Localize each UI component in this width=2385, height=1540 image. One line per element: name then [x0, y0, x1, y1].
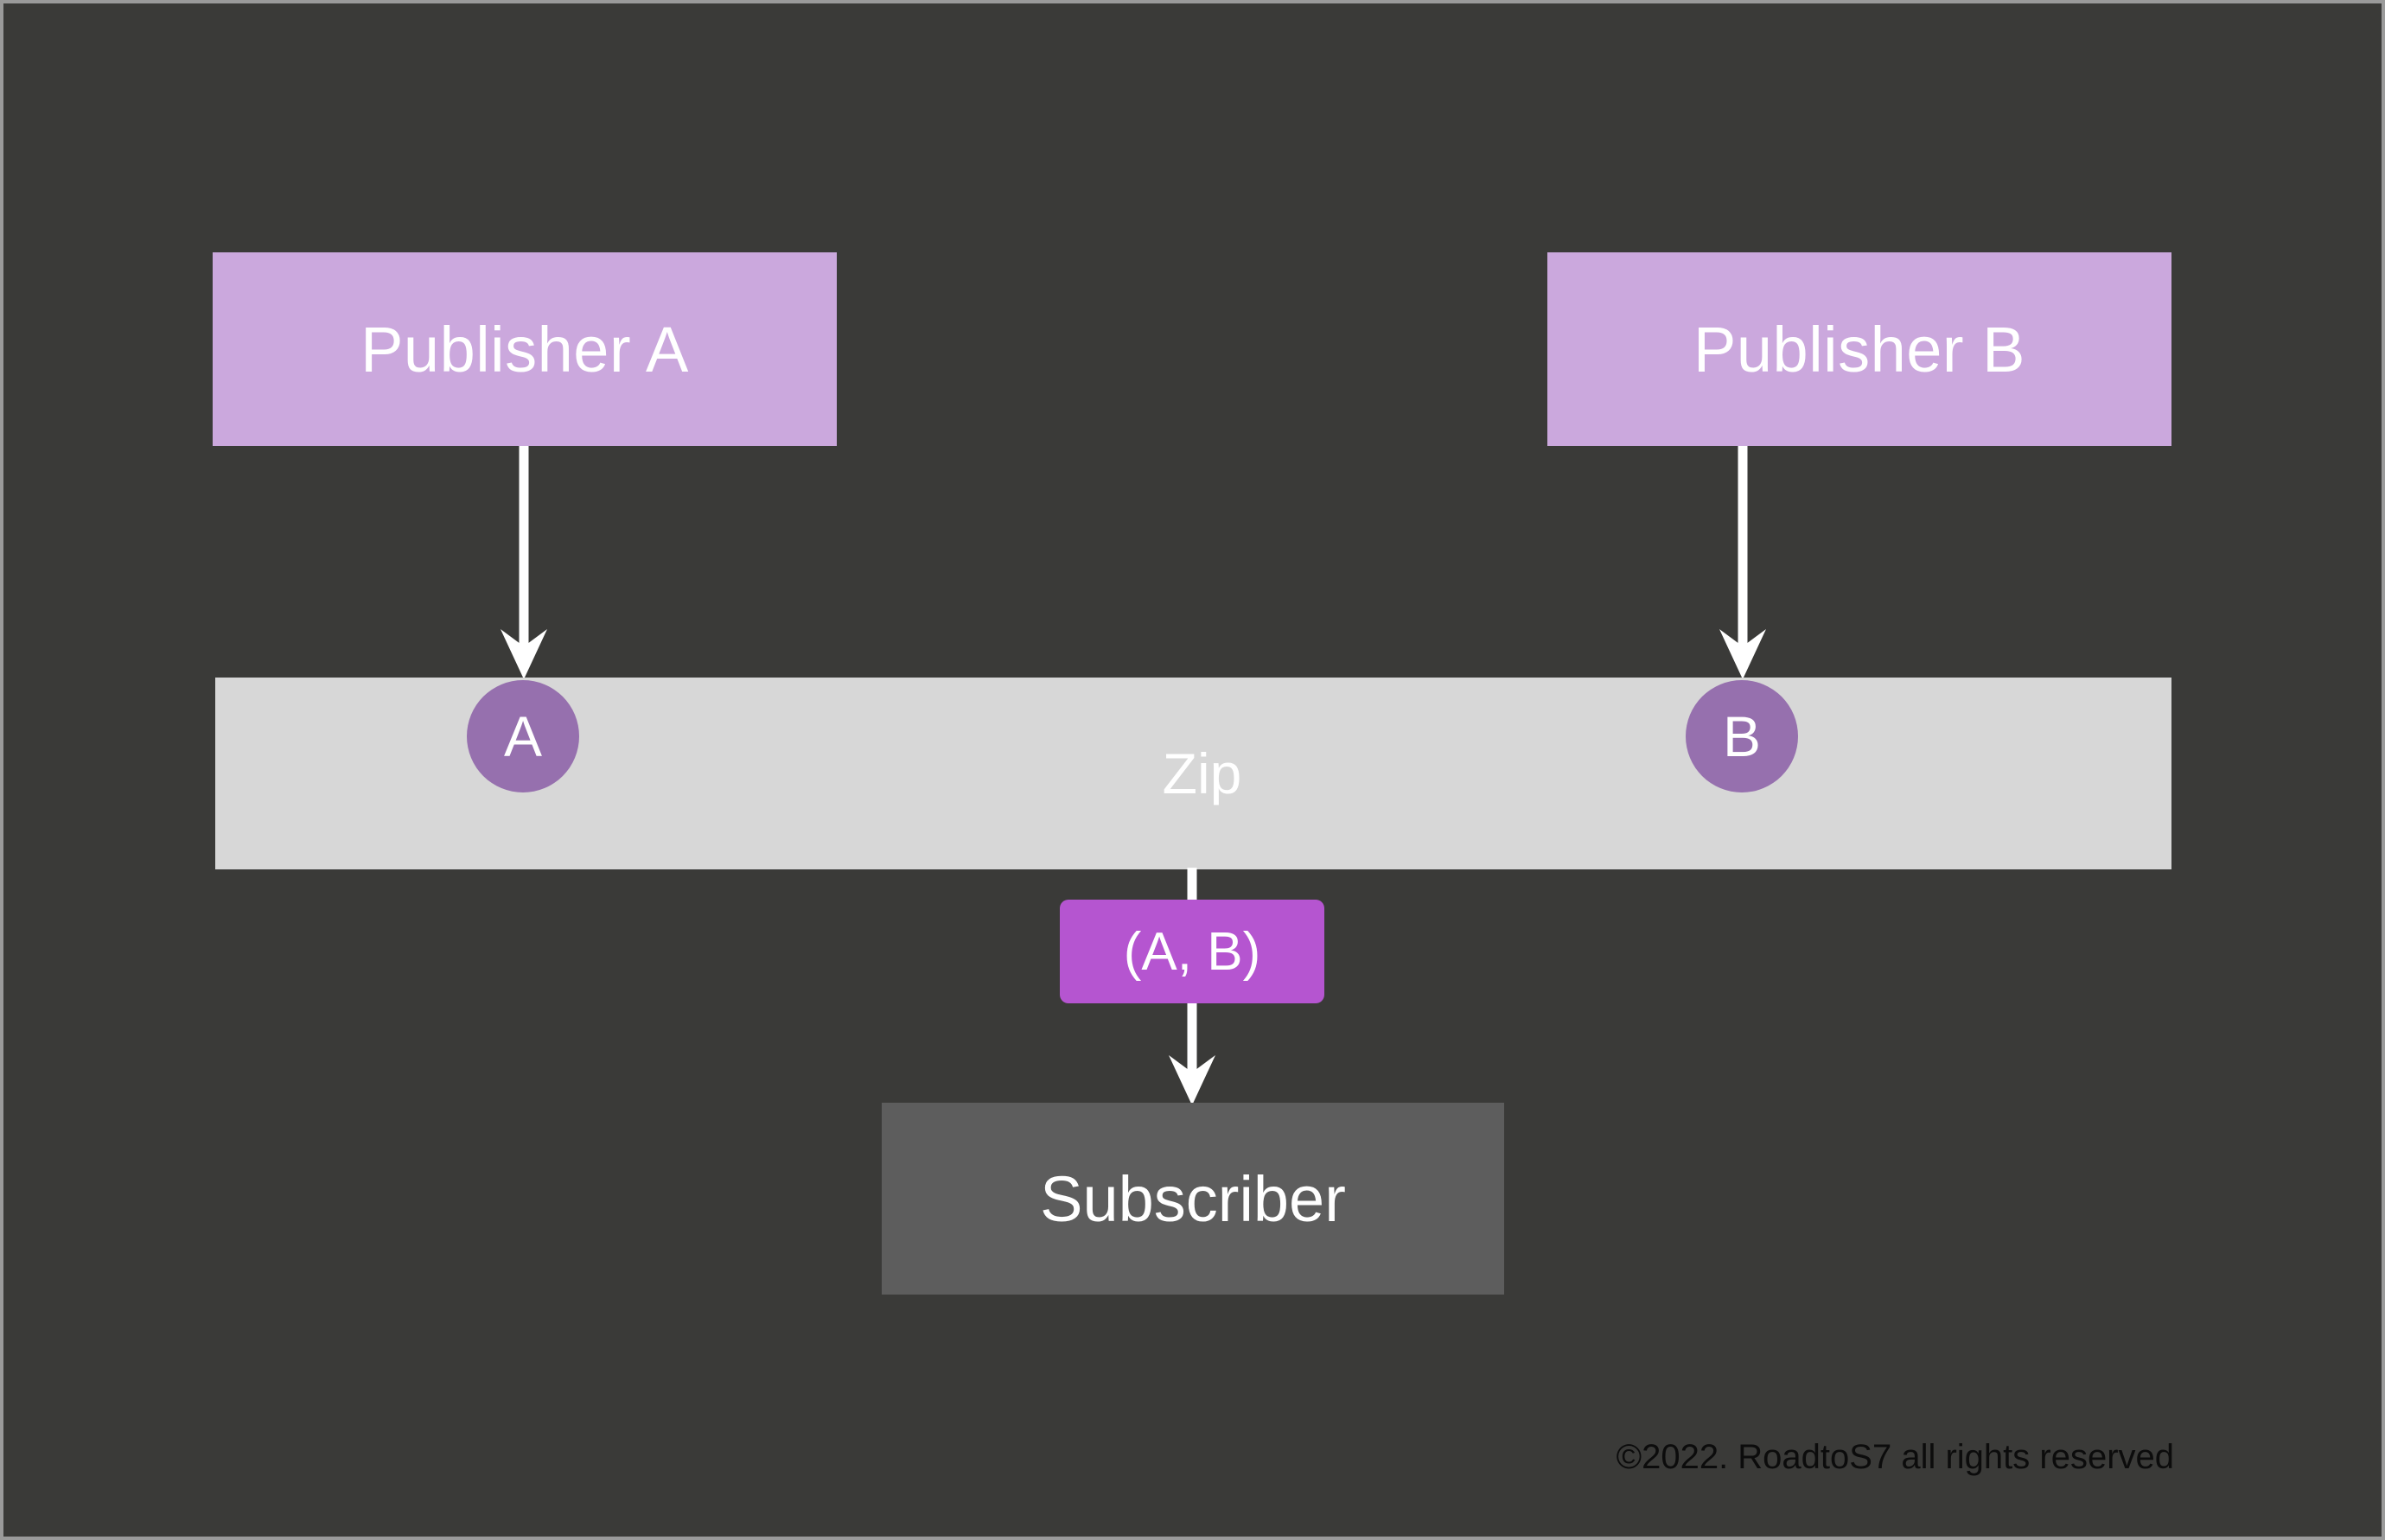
publisher-a-label: Publisher A	[360, 313, 689, 385]
event-marble-b-label: B	[1722, 704, 1762, 768]
connector-bar-to-result	[1187, 868, 1197, 904]
zip-operator-label: Zip	[1162, 741, 1242, 805]
arrow-publisher-b-to-bar	[1719, 446, 1766, 679]
result-tuple-badge: (A, B)	[1060, 900, 1324, 1003]
event-marble-a-label: A	[503, 704, 543, 768]
subscriber-label: Subscriber	[1040, 1162, 1346, 1235]
result-tuple-label: (A, B)	[1123, 921, 1261, 982]
publisher-a-box: Publisher A	[213, 252, 837, 446]
arrow-result-to-subscriber	[1169, 1003, 1215, 1105]
event-marble-a: A	[467, 680, 579, 792]
publisher-b-label: Publisher B	[1693, 313, 2025, 385]
copyright-text: ©2022. RoadtoS7 all rights reserved	[1616, 1438, 2174, 1476]
subscriber-box: Subscriber	[882, 1103, 1504, 1295]
publisher-b-box: Publisher B	[1547, 252, 2171, 446]
event-marble-b: B	[1686, 680, 1798, 792]
arrow-publisher-a-to-bar	[501, 446, 547, 679]
